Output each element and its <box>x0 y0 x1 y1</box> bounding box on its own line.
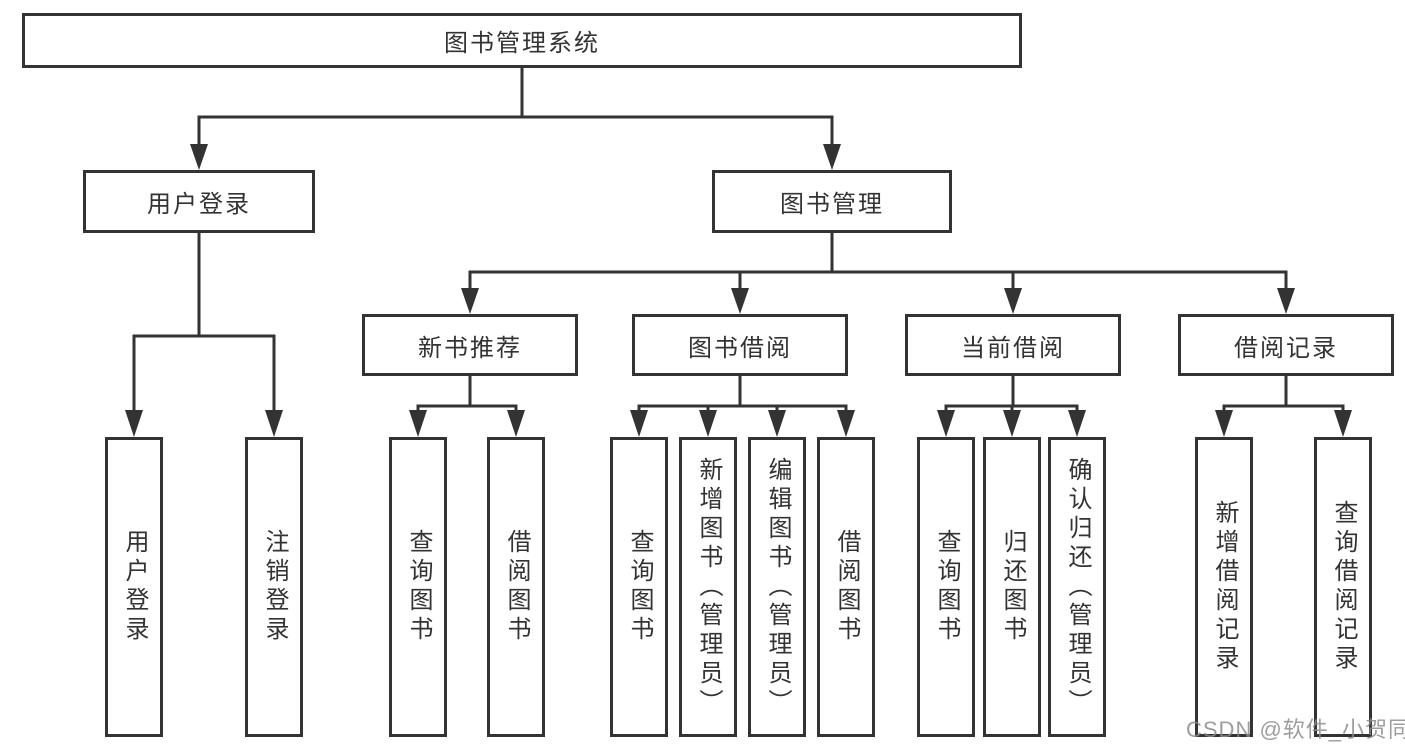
arrowhead <box>461 288 479 314</box>
arrowhead <box>1003 410 1021 437</box>
arrowhead <box>1215 410 1233 437</box>
connector-borrow-record-to-leaves <box>1222 376 1345 418</box>
node-new-book-recommend: 新书推荐 <box>362 314 578 376</box>
connector-new-book-to-leaves <box>416 376 518 418</box>
node-user-login: 用户登录 <box>83 170 315 233</box>
arrowhead <box>507 410 525 437</box>
leaf-add-books-admin: 新增图书（管理员） <box>679 437 737 737</box>
arrowhead <box>409 410 427 437</box>
leaf-borrow-borrow-books: 借阅图书 <box>817 437 875 737</box>
arrowheads <box>125 144 1352 437</box>
leaf-query-borrow-record-label: 查询借阅记录 <box>1330 500 1357 674</box>
leaf-user-login: 用户登录 <box>105 437 163 737</box>
leaf-newbook-borrow-books-label: 借阅图书 <box>503 529 530 645</box>
arrowhead <box>699 410 717 437</box>
leaf-borrow-borrow-books-label: 借阅图书 <box>833 529 860 645</box>
watermark-text: CSDN @软件_小贺同学 <box>1186 717 1405 742</box>
leaf-add-borrow-record: 新增借阅记录 <box>1195 437 1253 737</box>
leaf-current-query-books: 查询图书 <box>917 437 975 737</box>
leaf-edit-books-admin-label: 编辑图书（管理员） <box>764 456 791 718</box>
leaf-confirm-return-admin-label: 确认归还（管理员） <box>1064 456 1091 718</box>
leaf-borrow-query-books: 查询图书 <box>610 437 668 737</box>
leaf-confirm-return-admin: 确认归还（管理员） <box>1048 437 1106 737</box>
leaf-newbook-borrow-books: 借阅图书 <box>487 437 545 737</box>
node-book-borrow: 图书借阅 <box>632 314 848 376</box>
leaf-return-books-label: 归还图书 <box>999 529 1026 645</box>
connector-book-borrow-to-leaves <box>637 376 848 418</box>
leaf-logout-label: 注销登录 <box>261 529 288 645</box>
arrowhead <box>731 288 749 314</box>
arrowhead <box>937 410 955 437</box>
node-book-management: 图书管理 <box>712 170 952 233</box>
leaf-return-books: 归还图书 <box>983 437 1041 737</box>
arrowhead <box>823 144 841 170</box>
connector-root-to-level2 <box>197 68 834 152</box>
arrowhead <box>630 410 648 437</box>
arrowhead <box>265 410 283 437</box>
leaf-current-query-books-label: 查询图书 <box>933 529 960 645</box>
arrowhead <box>1004 288 1022 314</box>
leaf-add-borrow-record-label: 新增借阅记录 <box>1211 500 1238 674</box>
leaf-add-books-admin-label: 新增图书（管理员） <box>695 456 722 718</box>
connector-book-management-to-sections <box>468 233 1288 296</box>
node-current-borrow: 当前借阅 <box>905 314 1121 376</box>
arrowhead <box>1277 288 1295 314</box>
node-book-management-system: 图书管理系统 <box>22 13 1022 68</box>
connector-user-login-to-leaves <box>132 233 276 416</box>
leaf-user-login-label: 用户登录 <box>121 529 148 645</box>
leaf-edit-books-admin: 编辑图书（管理员） <box>748 437 806 737</box>
leaf-borrow-query-books-label: 查询图书 <box>626 529 653 645</box>
arrowhead <box>768 410 786 437</box>
leaf-logout: 注销登录 <box>245 437 303 737</box>
arrowhead <box>1334 410 1352 437</box>
leaf-newbook-query-books: 查询图书 <box>389 437 447 737</box>
arrowhead <box>190 144 208 170</box>
leaf-query-borrow-record: 查询借阅记录 <box>1314 437 1372 737</box>
arrowhead <box>837 410 855 437</box>
leaf-newbook-query-books-label: 查询图书 <box>405 529 432 645</box>
arrowhead <box>1068 410 1086 437</box>
node-borrow-record: 借阅记录 <box>1178 314 1394 376</box>
arrowhead <box>125 410 143 437</box>
